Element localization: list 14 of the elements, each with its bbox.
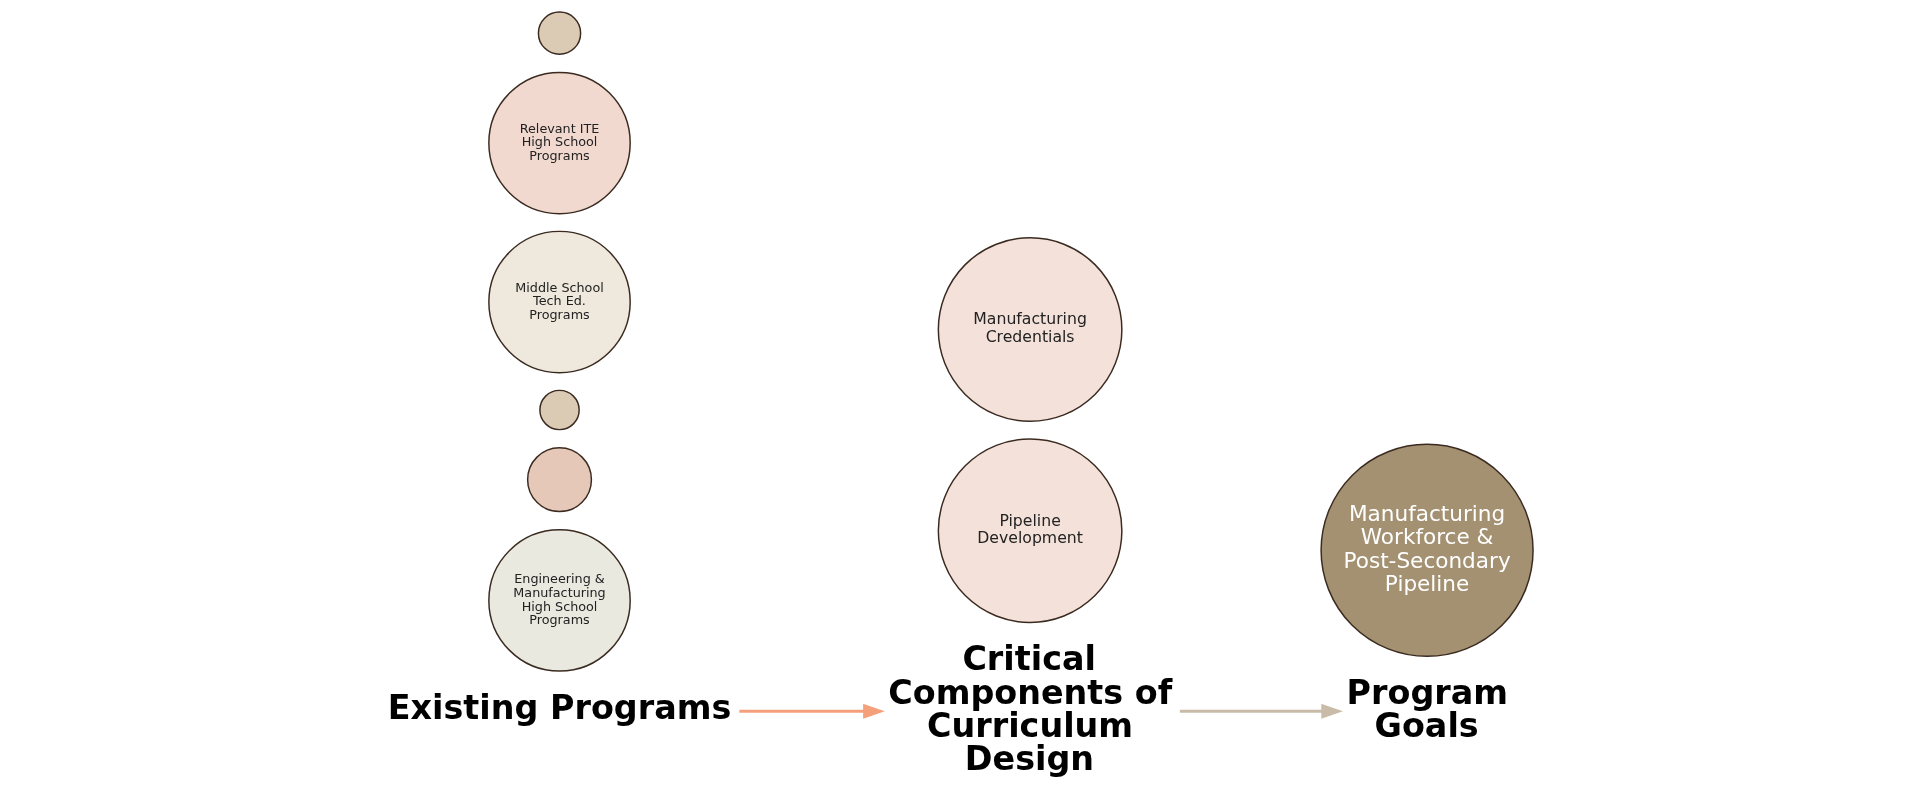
node-circle: Relevant ITE High School Programs	[488, 71, 631, 215]
node-circle: Manufacturing Credentials	[937, 237, 1123, 423]
node-circle: Manufacturing Workforce & Post-Secondary Pipeline	[1320, 443, 1534, 658]
node-text: Existing Programs	[387, 687, 732, 727]
node-circle: Pipeline Development	[937, 438, 1123, 624]
node-circle	[537, 11, 582, 55]
node-circle: Engineering & Manufacturing High School Programs	[488, 529, 631, 672]
node-circle	[526, 447, 593, 513]
node-text: Program Goals	[1346, 672, 1509, 746]
node-text: Critical Components of Curriculum Design	[888, 639, 1173, 779]
node-circle: Middle School Tech Ed. Programs	[488, 230, 631, 374]
node-circle	[539, 389, 580, 431]
arrow	[739, 703, 885, 719]
arrow	[1179, 703, 1343, 719]
